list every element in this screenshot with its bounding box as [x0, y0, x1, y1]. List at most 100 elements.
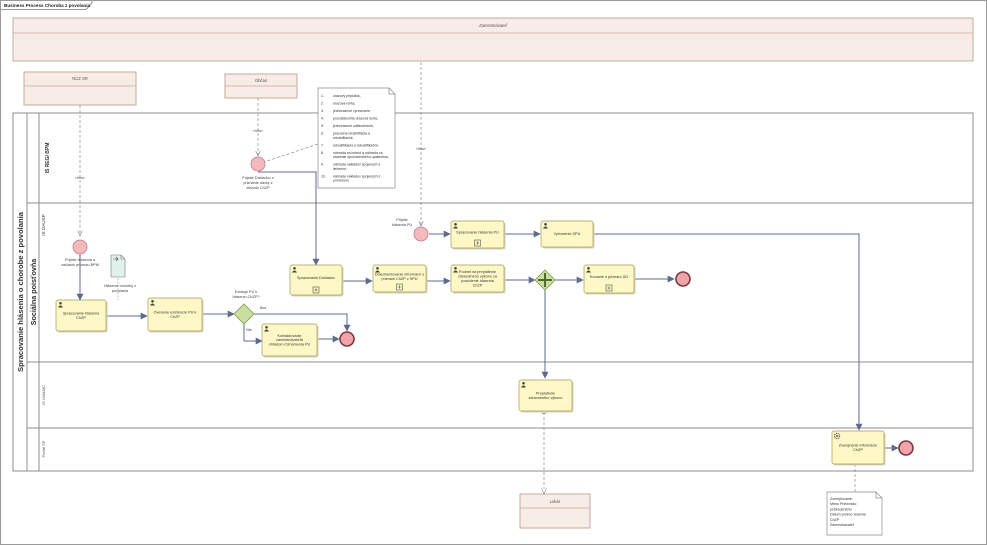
- task-box: [289, 264, 343, 296]
- note-benefits: [317, 87, 396, 189]
- task-label: Spracovanie Dokladov: [297, 276, 335, 280]
- note-list-item: jednorazové vyrovnanie,: [332, 109, 371, 113]
- pool-main-title: Spracovanie hlásenia o chorobe z povolan…: [16, 211, 25, 372]
- flow-label-no: Nie: [246, 328, 251, 332]
- subprocess-marker-icon: [474, 239, 481, 247]
- note-list-number: 9.: [321, 163, 324, 167]
- pool-obcan-label: Občan: [255, 78, 268, 83]
- note-list-number: 8.: [321, 151, 324, 155]
- subprocess-marker-icon: [312, 286, 320, 294]
- task-label: Spracovanie hlásenia PU: [456, 231, 499, 235]
- subprocess-marker-icon: [605, 284, 613, 292]
- plus-icon: [397, 285, 402, 289]
- task-label: Konanie o priznaní ÚD: [590, 274, 628, 279]
- task-konanie[interactable]: Konanie o priznaní ÚD: [583, 264, 636, 295]
- note-list-number: 4.: [321, 117, 324, 121]
- pool-zamestnavatel: [12, 17, 974, 62]
- pool-lekar: [519, 493, 591, 529]
- note-list-item: úrazová renta,: [333, 102, 355, 106]
- pool-lekar-label: Lekár: [550, 499, 561, 504]
- note-association-1: [257, 143, 319, 165]
- note-list-number: 10.: [321, 174, 326, 178]
- note-published: [826, 491, 883, 536]
- pool-nczi: [23, 71, 137, 106]
- user-icon: [58, 302, 63, 308]
- task-box: [450, 264, 505, 293]
- note-list-item: jednorazové odškodnenie,: [332, 124, 374, 128]
- pool-nczi-label: NCZ SR: [72, 76, 88, 81]
- end-event-2[interactable]: [675, 271, 691, 287]
- flow-label-zamestnavatel: «flow»: [416, 147, 426, 151]
- user-icon: [292, 267, 297, 273]
- subprocess-marker-icon: [396, 283, 403, 291]
- note-list-item: rekvalifikácia a rekvalifikačné,: [333, 143, 379, 147]
- start-event-doklady[interactable]: [250, 156, 266, 172]
- task-box: [147, 297, 203, 332]
- note-benefits-list: 1.úrazový príplatok,2.úrazová renta,3.je…: [321, 94, 389, 183]
- note-list-number: 2.: [321, 102, 324, 106]
- task-vytvorenie-spu[interactable]: Vytvorenie SPU: [540, 220, 595, 249]
- note-list-number: 6.: [321, 132, 324, 136]
- task-box: [372, 264, 427, 293]
- lane-label-is-bpm: IS REG/ BPM: [45, 143, 51, 174]
- note-published-fold: [875, 492, 882, 499]
- lane-label-portal: Portál SP: [41, 440, 46, 457]
- end-event-1[interactable]: [339, 331, 355, 347]
- sequence-flow-5: [258, 171, 320, 266]
- end-event-3[interactable]: [898, 440, 914, 456]
- document-fold-icon: [120, 255, 125, 260]
- pool-main-subtitle: Sociálna poisťovňa: [29, 258, 38, 326]
- note-list-number: 7.: [321, 143, 324, 147]
- task-box: [831, 430, 885, 465]
- user-icon: [521, 382, 526, 388]
- diagram-title: Business Process Choroba z povolania: [4, 3, 90, 8]
- document-arrow-icon: [113, 256, 119, 262]
- note-list-number: 1.: [321, 94, 324, 98]
- flow-label-obcan: «flow»: [253, 129, 263, 133]
- task-box: [583, 264, 635, 294]
- start-event-hlasenie[interactable]: [72, 239, 88, 255]
- note-list-item: pozostalostná úrazová renta,: [333, 117, 378, 121]
- lane-label-is-dausp: IS DAUSP: [41, 214, 46, 235]
- document-icon: [110, 254, 126, 278]
- task-spracovanie-dokladov[interactable]: Spracovanie Dokladov: [289, 264, 344, 297]
- flow-label-nczi: «flow»: [75, 176, 85, 180]
- task-spracovanie-pu[interactable]: Spracovanie hlásenia PU: [450, 220, 506, 250]
- user-icon: [586, 267, 591, 273]
- plus-icon: [314, 288, 318, 292]
- task-box: [450, 220, 505, 249]
- sequence-flow-yes: [253, 313, 351, 332]
- user-icon: [543, 223, 548, 229]
- plus-icon: [607, 286, 611, 290]
- task-box: [55, 299, 107, 332]
- start-event-pu[interactable]: [413, 226, 429, 242]
- pool-zamestnavatel-label: Zamestnávateľ: [478, 23, 508, 28]
- parallel-gateway-plus-icon: [538, 273, 552, 287]
- user-icon: [453, 267, 458, 273]
- flow-label-yes: Áno: [260, 306, 266, 310]
- user-icon: [264, 326, 269, 332]
- exclusive-gateway[interactable]: [233, 303, 255, 325]
